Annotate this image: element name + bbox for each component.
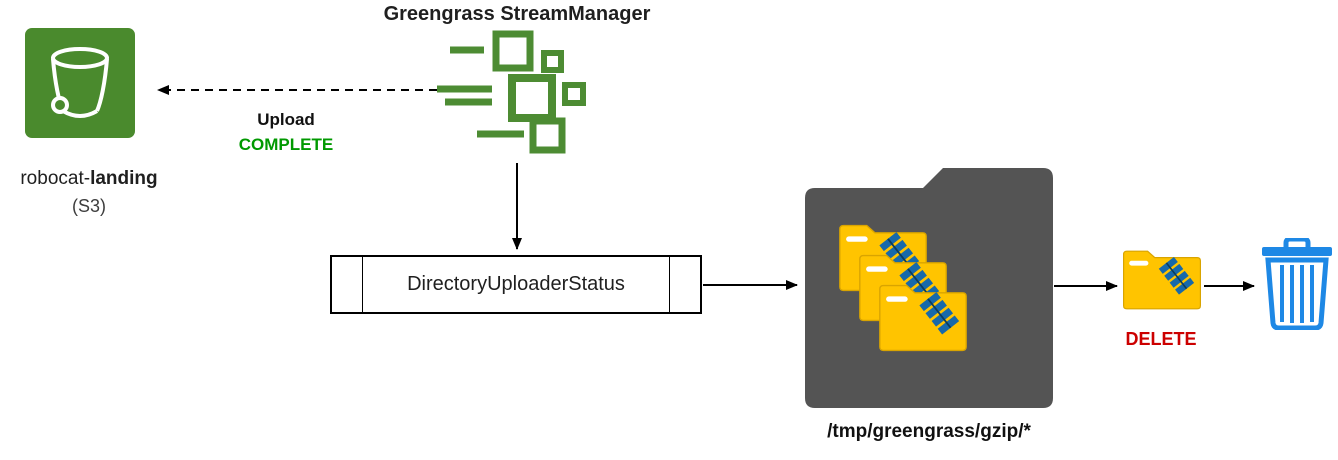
status-box: DirectoryUploaderStatus [330, 255, 702, 314]
gzip-folder-path-label: /tmp/greengrass/gzip/* [827, 421, 1031, 442]
status-box-left-cell [332, 257, 363, 312]
streammanager-title: Greengrass StreamManager [383, 3, 651, 25]
status-box-right-cell [669, 257, 700, 312]
zip-file-delete-icon [1122, 250, 1202, 310]
delete-label: DELETE [1125, 329, 1197, 349]
trash-icon [1262, 238, 1332, 330]
s3-bucket-name-bold: landing [90, 168, 158, 189]
upload-arrow-label: Upload COMPLETE [212, 107, 360, 157]
upload-status-label: COMPLETE [238, 135, 334, 154]
greengrass-streammanager-icon [437, 30, 586, 154]
status-box-label: DirectoryUploaderStatus [407, 273, 625, 295]
s3-type-label: (S3) [71, 196, 106, 216]
s3-bucket-label: robocat-landing [0, 168, 178, 190]
s3-bucket-icon [25, 28, 135, 138]
zip-file-icon [878, 284, 968, 352]
s3-bucket-name-prefix: robocat- [20, 168, 91, 189]
upload-label: Upload [257, 110, 315, 129]
